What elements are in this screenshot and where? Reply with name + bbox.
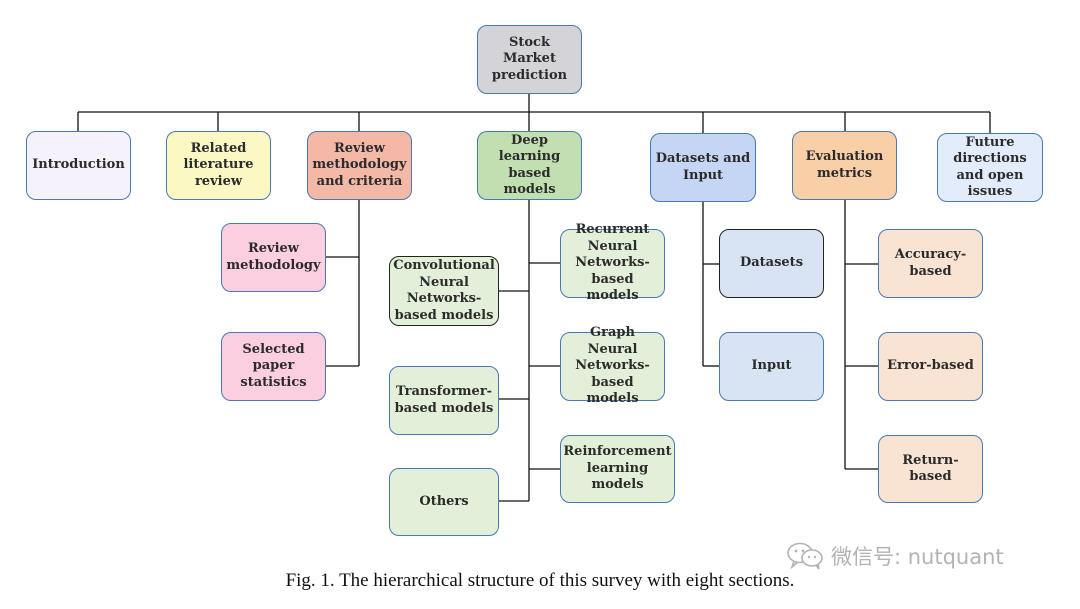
node-accuracy-based-label: Accuracy- based: [894, 247, 967, 279]
node-rnn-models-label: Recurrent Neural Networks- based models: [575, 222, 650, 304]
section-datasets-and-input: Datasets and Input: [650, 133, 756, 202]
node-review-methodology-label: Review methodology: [226, 241, 321, 273]
root-node-stock-market-prediction: Stock Market prediction: [477, 25, 582, 94]
node-return-based-label: Return-based: [902, 452, 959, 485]
node-cnn-models: Convolutional Neural Networks- based mod…: [389, 256, 499, 326]
node-rnn-models: Recurrent Neural Networks- based models: [560, 222, 665, 303]
node-input: Input: [719, 332, 824, 401]
node-error-based-label: Error-based: [887, 358, 974, 374]
section-future-directions: Future directions and open issues: [937, 133, 1043, 202]
section-deep-learning-models-label: Deep learning based models: [498, 132, 561, 198]
section-future-directions-label: Future directions and open issues: [953, 134, 1027, 200]
node-review-methodology: Review methodology: [221, 223, 326, 292]
section-related-literature-review: Related literature review: [166, 131, 271, 200]
node-selected-paper-statistics-label: Selected paper statistics: [240, 341, 307, 390]
figure-caption: Fig. 1. The hierarchical structure of th…: [285, 570, 795, 591]
node-gnn-models-label: Graph Neural Networks- based models: [575, 325, 650, 407]
node-gnn-models: Graph Neural Networks- based models: [560, 325, 665, 406]
node-others-label: Others: [419, 493, 469, 509]
section-related-literature-review-label: Related literature review: [183, 140, 254, 189]
section-review-methodology-criteria: Review methodology and criteria: [307, 131, 412, 200]
node-input-label: Input: [751, 358, 792, 374]
node-transformer-models: Transformer- based models: [389, 366, 499, 435]
node-accuracy-based: Accuracy- based: [878, 229, 983, 298]
wechat-icon: [787, 542, 823, 570]
node-return-based: Return-based: [878, 435, 983, 503]
node-reinforcement-learning-models-label: Reinforcement learning models: [563, 444, 672, 493]
section-introduction: Introduction: [26, 131, 131, 200]
root-node-label: Stock Market prediction: [491, 34, 568, 83]
node-selected-paper-statistics: Selected paper statistics: [221, 332, 326, 401]
section-deep-learning-models: Deep learning based models: [477, 131, 582, 200]
section-evaluation-metrics-label: Evaluation metrics: [805, 149, 884, 181]
section-evaluation-metrics: Evaluation metrics: [792, 131, 897, 200]
section-review-methodology-criteria-label: Review methodology and criteria: [312, 140, 407, 189]
node-others: Others: [389, 468, 499, 536]
node-cnn-models-label: Convolutional Neural Networks- based mod…: [393, 258, 495, 323]
section-datasets-and-input-label: Datasets and Input: [655, 151, 751, 183]
watermark-text: 微信号: nutquant: [831, 545, 1004, 569]
node-datasets: Datasets: [719, 229, 824, 298]
section-introduction-label: Introduction: [32, 157, 125, 173]
node-reinforcement-learning-models: Reinforcement learning models: [560, 435, 675, 503]
watermark: 微信号: nutquant: [785, 541, 1004, 571]
node-transformer-models-label: Transformer- based models: [394, 384, 494, 416]
node-error-based: Error-based: [878, 332, 983, 401]
node-datasets-label: Datasets: [739, 255, 804, 271]
